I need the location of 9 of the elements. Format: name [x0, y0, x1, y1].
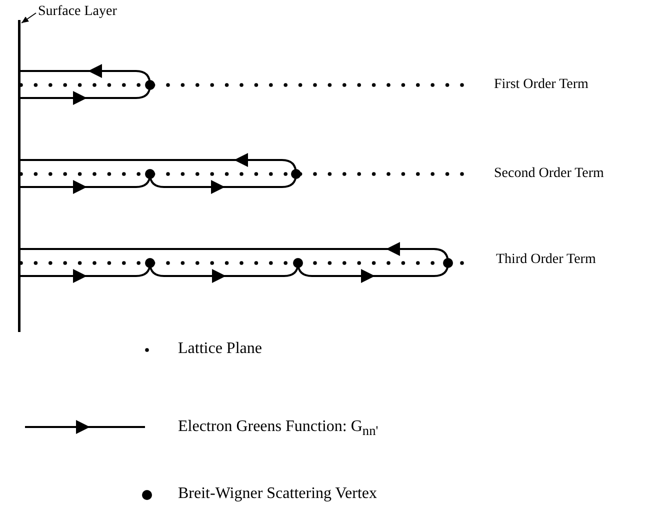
- leader-line: [21, 12, 36, 24]
- legend-label: Electron Greens Function: G$_{nn'}$: [178, 418, 378, 440]
- surface-line: [18, 20, 20, 332]
- term-label: Third Order Term: [496, 252, 596, 268]
- term-label: Second Order Term: [494, 166, 604, 182]
- term-label: First Order Term: [494, 77, 588, 93]
- legend-label: Lattice Plane: [178, 340, 262, 358]
- layer-label: Surface Layer: [38, 4, 117, 20]
- legend-label: Breit-Wigner Scattering Vertex: [178, 485, 377, 503]
